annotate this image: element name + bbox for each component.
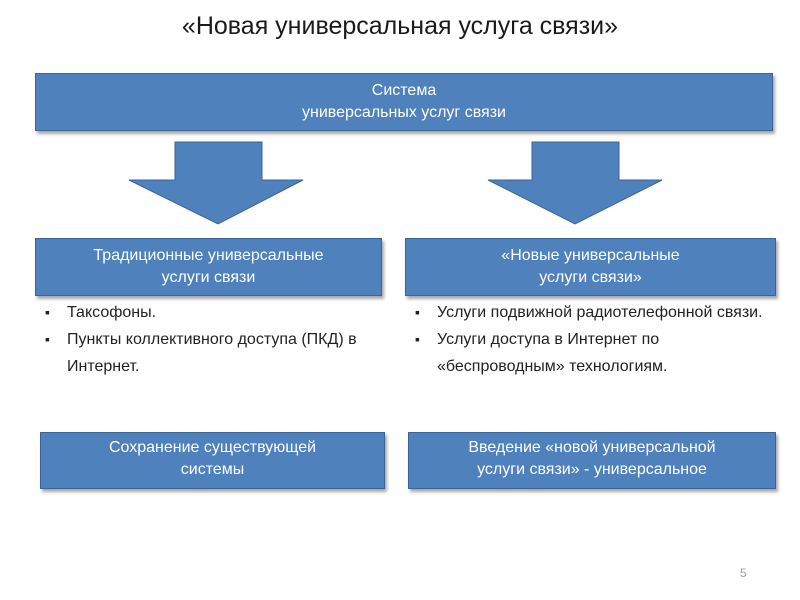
introduction-box-line-1: Введение «новой универсальной — [468, 439, 716, 456]
list-item: Таксофоны. — [35, 299, 380, 326]
traditional-services-box: Традиционные универсальные услуги связи — [35, 238, 382, 296]
slide-title: «Новая универсальная услуга связи» — [181, 12, 619, 40]
list-item: Услуги доступа в Интернет по «беспроводн… — [405, 326, 775, 380]
introduction-box-line-2: услуги связи» - универсальное — [477, 461, 707, 478]
down-arrow-right — [487, 141, 663, 225]
system-box: Система универсальных услуг связи — [35, 73, 773, 131]
page-number: 5 — [740, 566, 747, 580]
list-item: Пункты коллективного доступа (ПКД) в Инт… — [35, 326, 380, 380]
traditional-box-line-2: услуги связи — [161, 269, 256, 286]
new-services-box: «Новые универсальные услуги связи» — [405, 238, 776, 296]
new-box-line-2: услуги связи» — [539, 269, 642, 286]
traditional-services-list: Таксофоны. Пункты коллективного доступа … — [35, 299, 380, 380]
introduction-box: Введение «новой универсальной услуги свя… — [408, 432, 776, 489]
system-box-line-1: Система — [371, 82, 437, 99]
preservation-box: Сохранение существующей системы — [40, 432, 385, 489]
down-arrow-left — [128, 141, 304, 225]
new-box-line-1: «Новые универсальные — [501, 247, 680, 264]
traditional-box-line-1: Традиционные универсальные — [93, 247, 324, 264]
list-item: Услуги подвижной радиотелефонной связи. — [405, 299, 775, 326]
preservation-box-line-1: Сохранение существующей — [108, 439, 317, 456]
new-services-list: Услуги подвижной радиотелефонной связи. … — [405, 299, 775, 380]
preservation-box-line-2: системы — [180, 461, 245, 478]
system-box-line-2: универсальных услуг связи — [302, 104, 506, 121]
